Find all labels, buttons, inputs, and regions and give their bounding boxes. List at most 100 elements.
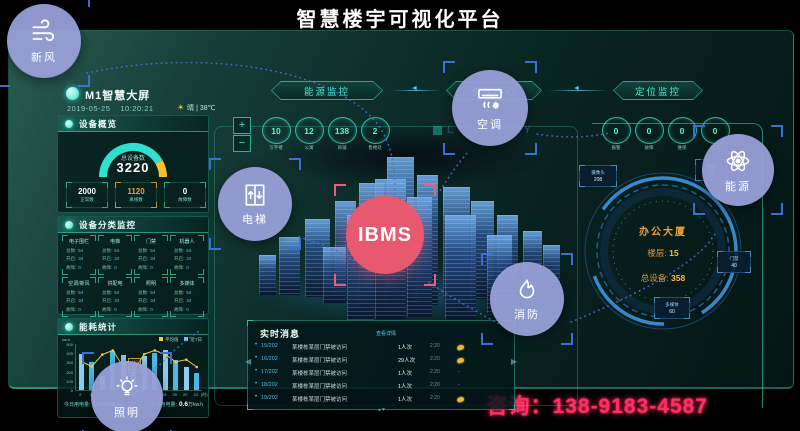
category-metric: 故障:0: [66, 264, 81, 270]
atom-icon: [724, 147, 752, 175]
x-axis-unit: (时): [201, 392, 208, 397]
category-metric: 总数:54: [138, 247, 156, 253]
arrow-left-icon: ◄: [411, 85, 418, 92]
category-metric: 总数:54: [102, 289, 120, 295]
next-arrow-icon[interactable]: ▶: [510, 357, 517, 366]
badge-fire-safety[interactable]: 消防: [481, 253, 573, 336]
stat-value: 10: [261, 117, 291, 144]
category-metric: 开启:34: [138, 298, 156, 303]
y-tick: 500: [66, 342, 73, 347]
building: [445, 215, 476, 319]
nav-button-energy-monitor[interactable]: 能源监控: [271, 81, 383, 100]
elevator-icon: [242, 182, 268, 208]
nav-button-location-monitor[interactable]: 定位监控: [613, 81, 703, 100]
stat-value: 12: [294, 117, 324, 144]
ac-icon: [475, 85, 505, 113]
message-count: 1人次: [398, 345, 413, 351]
y-tick: 200: [66, 369, 73, 375]
tag-value: 208: [593, 176, 603, 183]
building: [279, 237, 300, 295]
panel-title: 设备分类监控: [79, 219, 137, 230]
watermark-mark: [433, 125, 442, 135]
brand-logo-icon: [66, 87, 79, 100]
category-metric: 开启:34: [174, 256, 192, 261]
badge-fresh-air[interactable]: 新风: [7, 0, 90, 78]
badge-air-conditioner[interactable]: 空调: [443, 61, 537, 146]
y-tick: 100: [66, 378, 73, 384]
category-name: 电梯: [109, 239, 120, 245]
stat-label: 公寓: [304, 145, 314, 150]
category-metric: 总数:54: [66, 289, 84, 295]
panel-title: 设备概览: [79, 118, 118, 129]
message-text: 某楼栋某层门禁被访问: [292, 345, 348, 351]
zoom-out-button[interactable]: −: [233, 135, 251, 152]
message-count: 1人次: [398, 371, 413, 377]
category-metric: 总数:54: [174, 247, 192, 253]
chart-legend: 平均值 近7日: [158, 337, 202, 343]
legend-swatch: [184, 337, 189, 341]
badge-elevator[interactable]: 电梯: [209, 158, 301, 241]
arrow-left-icon: ◄: [573, 85, 580, 92]
page-title: 智慧楼宇可视化平台: [296, 9, 504, 31]
weather-label: 晴 | 38℃: [187, 105, 216, 112]
category-name: 门禁: [145, 239, 156, 245]
stat-value: 2: [360, 117, 390, 144]
message-count: 1人次: [398, 384, 413, 390]
prev-arrow-icon[interactable]: ◀: [245, 357, 252, 366]
overview-stat-label: 故障数: [178, 197, 192, 202]
message-text: 某楼栋某层门禁被访问: [292, 358, 348, 364]
brand-title: M1智慧大屏: [85, 90, 151, 102]
message-id: 16/202: [261, 356, 278, 362]
stat-label: 商铺: [337, 145, 347, 150]
category-metric: 故障:0: [174, 306, 189, 312]
category-name: 照明: [145, 281, 156, 287]
badge-lighting[interactable]: 照明: [82, 352, 172, 431]
x-tick: 2: [79, 392, 82, 397]
panel-dot-icon: [65, 220, 73, 229]
stat-label: 故障: [644, 145, 654, 150]
overview-stat-value: 0: [182, 187, 188, 196]
scroll-arrows-icon[interactable]: ▲▼: [377, 407, 386, 413]
stat-label: 售楼处: [368, 145, 382, 150]
message-count: 1人次: [398, 397, 413, 403]
category-name: 机器人: [179, 239, 195, 245]
stat-label: 报警: [611, 145, 621, 150]
badge-ibms-center[interactable]: IBMS: [334, 184, 436, 274]
messages-title: 实时消息: [260, 329, 301, 339]
legend-item: 近7日: [184, 337, 202, 343]
zoom-in-button[interactable]: +: [233, 117, 251, 134]
view-details-link[interactable]: 查看详情: [376, 331, 397, 337]
x-tick: 20: [172, 392, 177, 397]
overview-stat-label: 离线数: [129, 197, 143, 202]
tag-label: 门禁: [729, 255, 739, 261]
stat-value: 0: [667, 117, 697, 144]
category-metric: 总数:54: [66, 247, 84, 253]
badge-energy[interactable]: 能源: [693, 125, 783, 206]
date-label: 2019-05-25: [67, 104, 111, 113]
nav-connector: [391, 90, 441, 91]
category-metric: 总数:54: [174, 289, 192, 295]
x-tick: 18: [162, 392, 167, 397]
stat-label: 写字楼: [269, 145, 283, 150]
y-tick: 400: [66, 351, 73, 357]
category-metric: 总数:54: [102, 247, 120, 253]
gauge-value: 3220: [116, 160, 150, 175]
